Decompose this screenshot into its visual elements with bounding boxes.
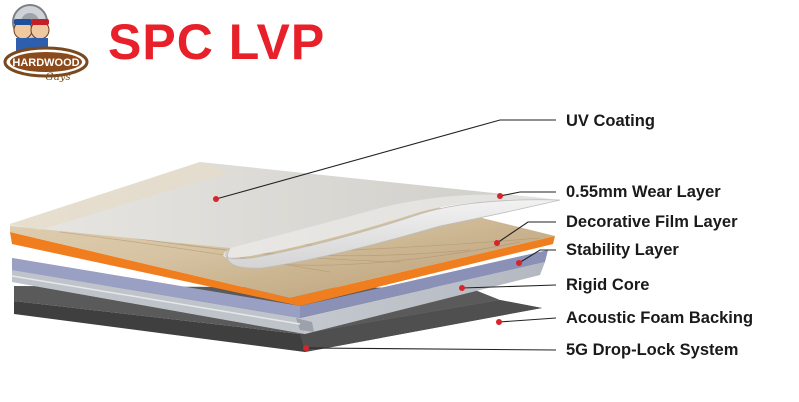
leader-decorative-film <box>496 221 556 244</box>
dot-acoustic-foam <box>496 319 502 325</box>
label-drop-lock-system: 5G Drop-Lock System <box>566 341 739 359</box>
dot-decorative-film <box>494 240 500 246</box>
leader-wear-layer <box>499 191 556 197</box>
dot-rigid-core <box>459 285 465 291</box>
label-stability-layer: Stability Layer <box>566 241 679 259</box>
leader-acoustic-foam <box>498 317 557 323</box>
leader-uv-coating <box>215 119 556 200</box>
label-acoustic-foam-backing: Acoustic Foam Backing <box>566 309 754 327</box>
core-front <box>12 270 305 334</box>
dot-uv-coating <box>213 196 219 202</box>
leader-drop-lock <box>305 347 557 351</box>
uv-edge <box>10 162 230 230</box>
decorative-film-layer <box>10 232 555 306</box>
drop-lock-profile <box>296 318 314 332</box>
leader-rigid-core <box>461 284 557 289</box>
leader-stability <box>518 249 556 264</box>
wear-layer-sheet <box>200 162 560 258</box>
backing-side <box>300 300 542 352</box>
leader-lines <box>215 119 557 351</box>
logo-script: Guys <box>45 72 70 83</box>
hardwood-guys-logo: HARDWOOD Guys <box>3 4 89 83</box>
dot-wear-layer <box>497 193 503 199</box>
label-uv-coating: UV Coating <box>566 112 655 130</box>
dot-drop-lock <box>303 345 309 351</box>
stability-front <box>12 258 300 318</box>
label-wear-layer: 0.55mm Wear Layer <box>566 183 721 201</box>
core-highlight <box>11 275 301 325</box>
label-decorative-film: Decorative Film Layer <box>566 213 738 231</box>
dot-stability <box>516 260 522 266</box>
wear-layer-curl <box>225 199 561 269</box>
label-rigid-core: Rigid Core <box>566 276 650 294</box>
page-title: SPC LVP <box>108 14 326 70</box>
callout-dots <box>213 193 522 351</box>
logo-wordmark: HARDWOOD <box>12 57 79 69</box>
